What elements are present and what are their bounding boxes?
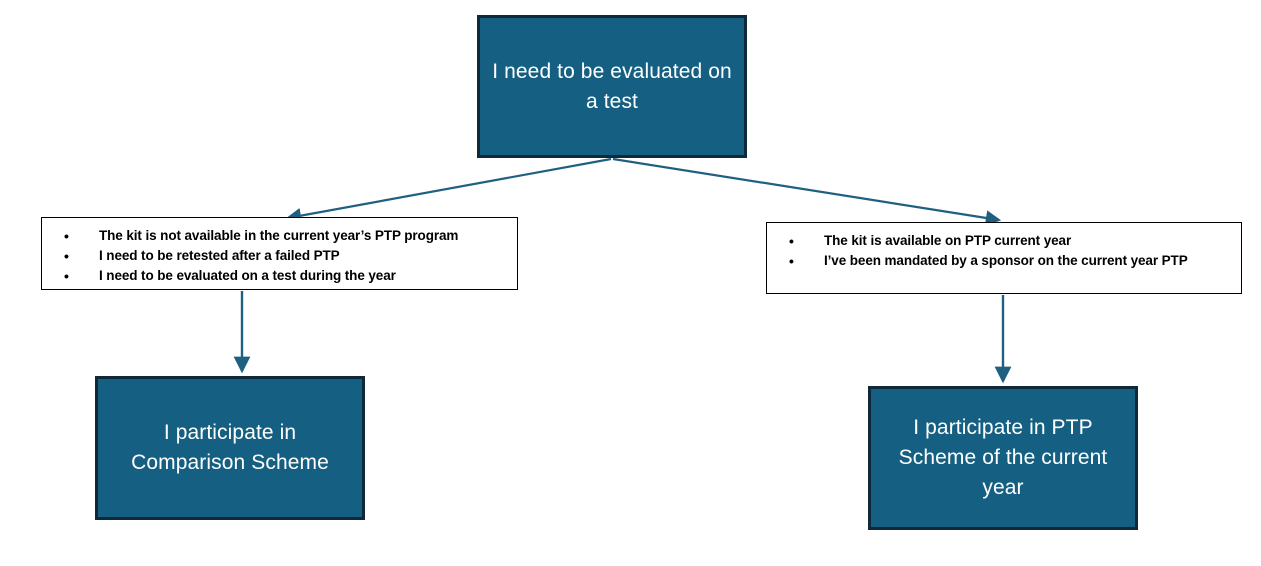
list-item-text: The kit is not available in the current … bbox=[99, 228, 459, 243]
node-right-outcome[interactable]: I participate in PTP Scheme of the curre… bbox=[868, 386, 1138, 530]
list-item-text: I need to be retested after a failed PTP bbox=[99, 248, 340, 263]
list-item-text: The kit is available on PTP current year bbox=[824, 233, 1072, 248]
connector-root-to-left-conditions bbox=[285, 157, 612, 224]
node-left-outcome-label: I participate in Comparison Scheme bbox=[131, 421, 329, 474]
node-left-outcome[interactable]: I participate in Comparison Scheme bbox=[95, 376, 365, 520]
list-item-text: I need to be evaluated on a test during … bbox=[99, 268, 396, 283]
connector-root-to-right-conditions bbox=[612, 157, 1002, 226]
node-right-conditions[interactable]: • The kit is available on PTP current ye… bbox=[766, 222, 1242, 294]
left-conditions-list: • The kit is not available in the curren… bbox=[54, 226, 507, 286]
bullet-icon: • bbox=[789, 233, 794, 249]
bullet-icon: • bbox=[64, 248, 69, 264]
list-item: • The kit is available on PTP current ye… bbox=[779, 231, 1231, 251]
list-item-text: I’ve been mandated by a sponsor on the c… bbox=[824, 253, 1188, 268]
list-item: • I’ve been mandated by a sponsor on the… bbox=[779, 251, 1231, 271]
list-item: • The kit is not available in the curren… bbox=[54, 226, 507, 246]
right-conditions-list: • The kit is available on PTP current ye… bbox=[779, 231, 1231, 271]
node-root[interactable]: I need to be evaluated on a test bbox=[477, 15, 747, 158]
node-right-outcome-label: I participate in PTP Scheme of the curre… bbox=[898, 416, 1108, 499]
bullet-icon: • bbox=[64, 268, 69, 284]
node-root-label: I need to be evaluated on a test bbox=[492, 59, 732, 113]
list-item: • I need to be evaluated on a test durin… bbox=[54, 266, 507, 286]
bullet-icon: • bbox=[789, 253, 794, 269]
bullet-icon: • bbox=[64, 228, 69, 244]
list-item: • I need to be retested after a failed P… bbox=[54, 246, 507, 266]
node-left-conditions[interactable]: • The kit is not available in the curren… bbox=[41, 217, 518, 290]
